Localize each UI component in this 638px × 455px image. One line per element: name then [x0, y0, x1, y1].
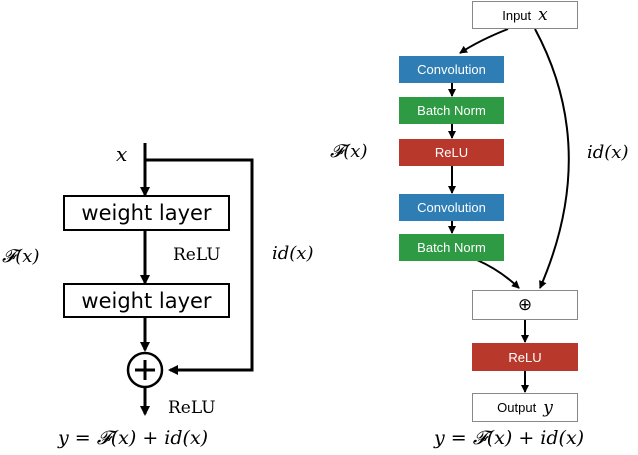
skip-connection — [145, 158, 254, 375]
right-sum-box: ⊕ — [472, 290, 578, 320]
left-relu-mid-label: ReLU — [173, 245, 221, 265]
right-convolution-2-label: Convolution — [417, 200, 486, 215]
left-weight-layer-2-label: weight layer — [81, 288, 212, 313]
right-relu-1-label: ReLU — [434, 145, 469, 160]
right-relu-2-label: ReLU — [508, 349, 542, 365]
right-input-var: x — [538, 5, 548, 25]
left-weight-layer-1: weight layer — [63, 195, 230, 231]
bn2-to-sum-arrow — [476, 259, 520, 289]
right-sum-symbol: ⊕ — [517, 295, 533, 314]
left-relu-out-label: ReLU — [168, 398, 216, 418]
left-weight-layer-1-label: weight layer — [81, 201, 212, 225]
right-output-box: Output y — [472, 393, 578, 422]
left-input-label: x — [116, 142, 128, 166]
right-batch-norm-1-label: Batch Norm — [417, 103, 486, 118]
right-relu-1: ReLU — [399, 139, 504, 166]
right-convolution-1-label: Convolution — [417, 62, 486, 77]
right-relu-2: ReLU — [472, 343, 578, 371]
identity-skip-arrow — [534, 28, 570, 289]
right-batch-norm-1: Batch Norm — [399, 97, 504, 124]
left-fx-label: 𝓕(x) — [2, 246, 40, 267]
right-equation: y = 𝓕(x) + id(x) — [434, 427, 585, 449]
right-batch-norm-2: Batch Norm — [399, 234, 504, 261]
left-id-label: id(x) — [272, 243, 314, 264]
right-input-label: Input — [502, 7, 532, 23]
right-fx-label: 𝓕(x) — [330, 141, 368, 162]
left-equation: y = 𝓕(x) + id(x) — [58, 427, 209, 449]
right-id-label: id(x) — [587, 142, 629, 163]
right-output-label: Output — [497, 400, 537, 415]
right-output-var: y — [543, 397, 553, 418]
right-convolution-2: Convolution — [399, 194, 504, 221]
right-batch-norm-2-label: Batch Norm — [417, 240, 486, 255]
left-connectors — [126, 143, 254, 416]
right-input-box: Input x — [472, 1, 578, 29]
right-connectors — [448, 28, 570, 393]
input-to-conv-arrow — [459, 28, 509, 54]
right-convolution-1: Convolution — [399, 56, 504, 83]
left-weight-layer-2: weight layer — [63, 283, 230, 318]
